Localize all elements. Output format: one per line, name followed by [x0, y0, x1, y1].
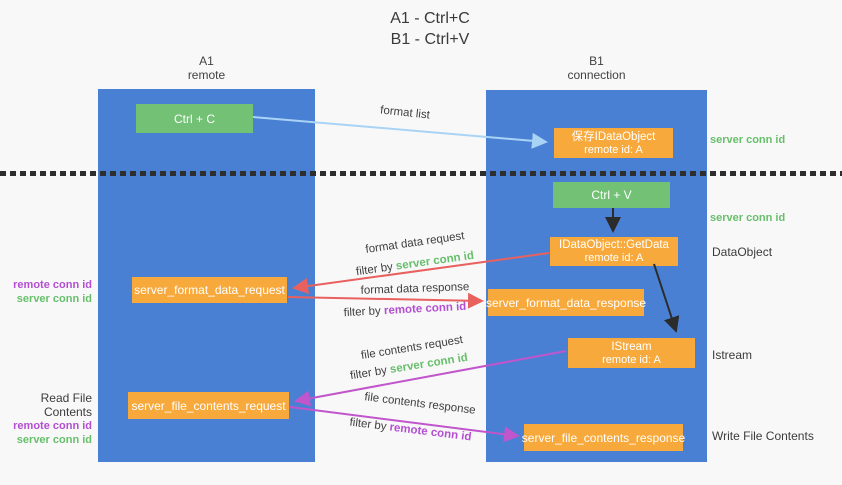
- node-server-format-data-response: server_format_data_response: [485, 289, 647, 316]
- lane-b1-role: connection: [567, 68, 626, 82]
- node-server-file-contents-request: server_file_contents_request: [128, 392, 289, 419]
- node-server-format-data-request: server_format_data_request: [132, 277, 287, 303]
- title-line-2: B1 - Ctrl+V: [390, 31, 470, 48]
- label-server-conn-id-left-1: server conn id: [16, 293, 92, 305]
- title-line-1: A1 - Ctrl+C: [390, 10, 470, 27]
- node-format-request-label: server_format_data_request: [134, 283, 285, 297]
- lane-a1-role: remote: [187, 68, 226, 82]
- node-file-response-label: server_file_contents_response: [521, 430, 686, 445]
- label-read-file-contents: Read File Contents: [40, 391, 92, 419]
- arrow-format-data-response: [287, 292, 484, 309]
- filter-by-text: filter by: [355, 261, 394, 279]
- label-file-contents-response: file contents response: [363, 391, 477, 417]
- remote-conn-id-text: remote conn id: [383, 300, 467, 318]
- filter-by-text: filter by: [343, 305, 382, 320]
- node-server-file-contents-response: server_file_contents_response: [521, 424, 686, 451]
- label-dataobject: DataObject: [712, 245, 773, 259]
- node-file-request-label: server_file_contents_request: [131, 398, 286, 413]
- label-server-conn-id-left-2: server conn id: [16, 434, 92, 446]
- label-filter-by-remote-conn-id-1: filter by remote conn id: [330, 300, 480, 320]
- lane-a1-name: A1: [199, 54, 214, 68]
- label-remote-conn-id-left-2: remote conn id: [13, 420, 92, 432]
- lane-header-a1: A1 remote: [98, 54, 315, 82]
- label-format-list: format list: [379, 104, 431, 122]
- label-istream: Istream: [712, 348, 753, 362]
- phase-separator-dotted-line: [0, 171, 842, 176]
- remote-conn-id-text: remote conn id: [388, 421, 473, 444]
- node-ctrl-v-label: Ctrl + V: [591, 188, 632, 202]
- label-format-data-response: format data response: [360, 281, 470, 297]
- label-server-conn-id-mid: server conn id: [710, 212, 786, 224]
- node-format-response-label: server_format_data_response: [485, 295, 647, 310]
- node-istream-line1: IStream: [611, 340, 652, 353]
- lane-header-b1: B1 connection: [486, 54, 707, 82]
- node-ctrl-c-label: Ctrl + C: [173, 111, 215, 126]
- left-conn-id-labels-file: Read File Contents remote conn id server…: [0, 391, 92, 447]
- filter-by-text: filter by: [349, 364, 388, 383]
- node-save-idataobject-line1: 保存IDataObject: [571, 130, 656, 143]
- node-save-idataobject: 保存IDataObject remote id: A: [554, 128, 673, 158]
- server-conn-id-text: server conn id: [395, 249, 475, 273]
- node-istream: IStream remote id: A: [568, 338, 695, 368]
- label-filter-by-remote-conn-id-2: filter by remote conn id: [333, 415, 488, 446]
- label-server-conn-id-top: server conn id: [710, 134, 786, 146]
- node-ctrl-v: Ctrl + V: [553, 182, 670, 208]
- lane-b1-name: B1: [589, 54, 604, 68]
- node-ctrl-c: Ctrl + C: [136, 104, 253, 133]
- left-conn-id-labels-format: remote conn id server conn id: [0, 278, 92, 306]
- node-save-idataobject-line2: remote id: A: [584, 143, 643, 156]
- node-getdata-line2: remote id: A: [584, 252, 644, 264]
- diagram-title: A1 - Ctrl+C B1 - Ctrl+V: [300, 8, 560, 50]
- node-idataobject-getdata: IDataObject::GetData remote id: A: [550, 237, 678, 266]
- filter-by-text: filter by: [348, 416, 388, 433]
- label-remote-conn-id-left-1: remote conn id: [13, 279, 92, 291]
- node-istream-line2: remote id: A: [602, 353, 661, 366]
- node-getdata-line1: IDataObject::GetData: [559, 239, 669, 251]
- label-write-file-contents: Write File Contents: [712, 429, 814, 443]
